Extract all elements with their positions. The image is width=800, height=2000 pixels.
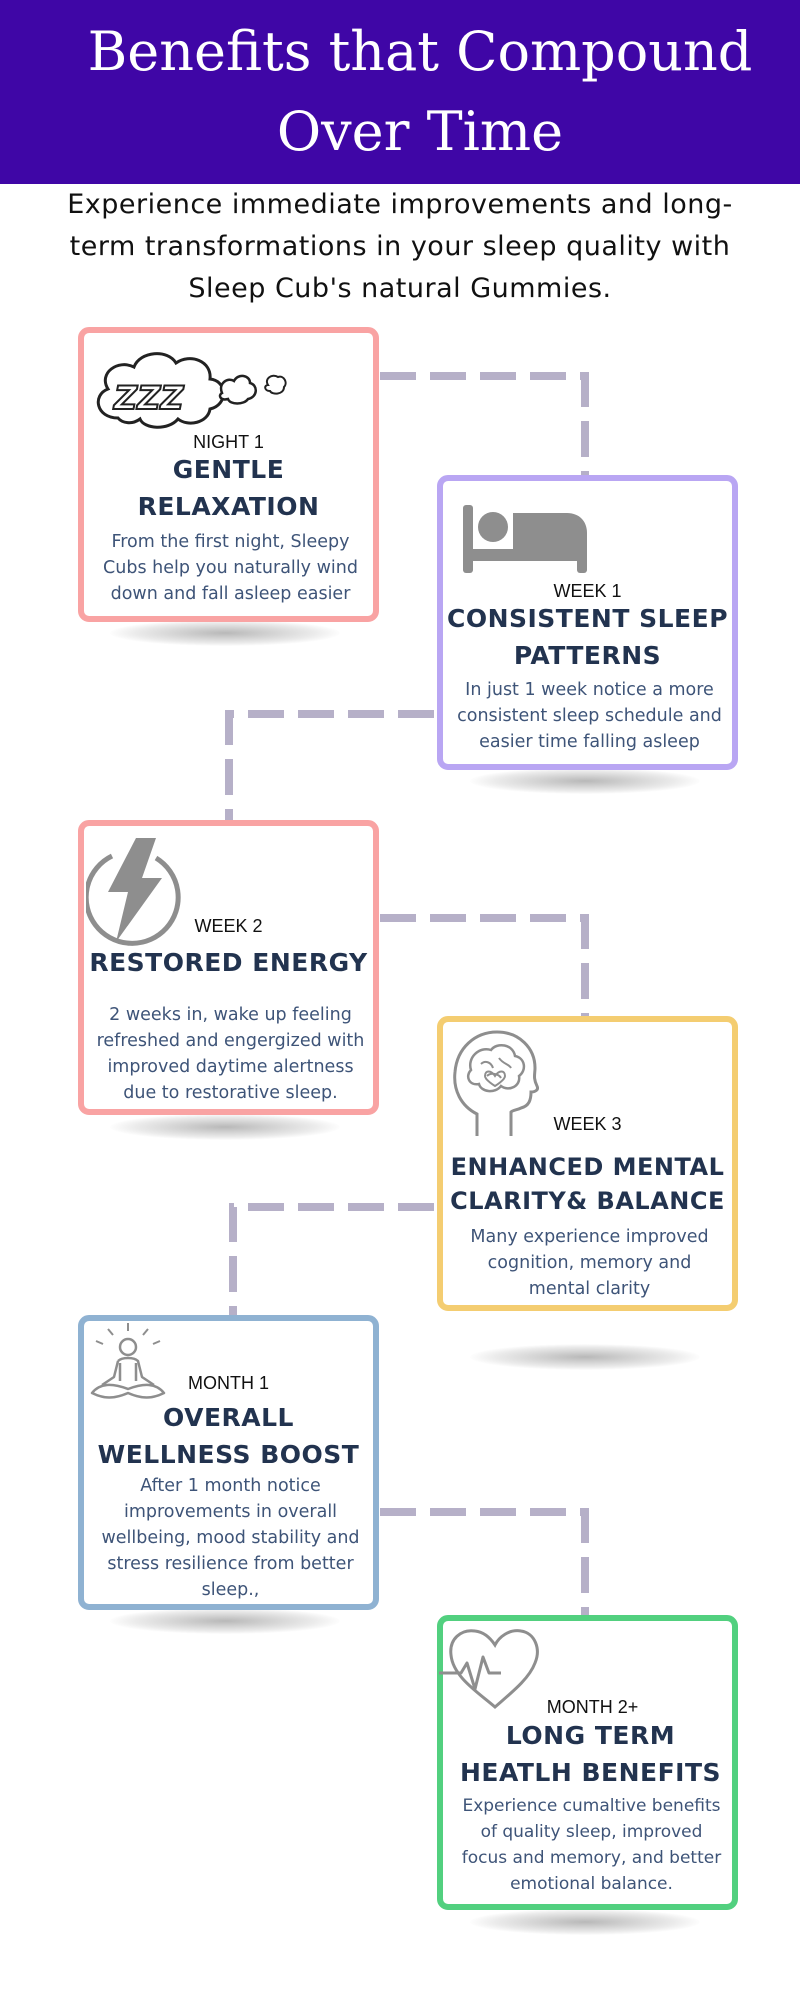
stage-desc-line: stress resilience from better — [107, 1554, 354, 1574]
stage-title-line: PATTERNS — [513, 641, 662, 670]
stage-period: WEEK 2 — [194, 916, 263, 936]
connector-1 — [380, 372, 589, 476]
card-shadow — [110, 620, 340, 646]
card-shadow — [110, 1114, 340, 1140]
page-title-line-1: Benefits that Compound — [87, 20, 753, 83]
stage-desc-line: cognition, memory and — [487, 1253, 692, 1273]
lightning-icon — [83, 836, 190, 950]
stage-title-line: RESTORED ENERGY — [89, 948, 368, 977]
stage-desc-line: mental clarity — [528, 1279, 651, 1299]
stage-period: WEEK 3 — [553, 1114, 622, 1134]
stage-title-line: HEATLH BENEFITS — [459, 1758, 722, 1787]
stage-desc-line: of quality sleep, improved — [480, 1822, 703, 1842]
stage-desc-line: Many experience improved — [470, 1227, 709, 1247]
connector-2 — [225, 710, 434, 820]
stage-desc-line: improved daytime alertness — [107, 1057, 354, 1077]
stage-period: NIGHT 1 — [193, 432, 264, 452]
meditation-icon — [86, 1323, 172, 1407]
connector-5 — [380, 1508, 589, 1616]
stage-desc-line: After 1 month notice — [140, 1476, 321, 1496]
stage-period: MONTH 2+ — [546, 1697, 639, 1717]
stage-card-week-3: WEEK 3 ENHANCED MENTAL CLARITY& BALANCE … — [437, 1016, 738, 1311]
stage-desc-line: down and fall asleep easier — [110, 584, 351, 604]
stage-card-month-2-plus: MONTH 2+ LONG TERM HEATLH BENEFITS Exper… — [437, 1615, 738, 1910]
stage-title: GENTLE RELAXATION — [84, 451, 373, 525]
header-banner: Benefits that Compound Over Time — [0, 0, 800, 184]
connector-3 — [380, 914, 589, 1016]
stage-title-line: LONG TERM — [505, 1721, 676, 1750]
stage-desc-line: easier time falling asleep — [479, 732, 700, 752]
zzz-text: ZZZ — [113, 379, 184, 417]
stage-desc-line: improvements in overall — [123, 1502, 338, 1522]
stage-desc-line: refreshed and engergized with — [96, 1031, 365, 1051]
stage-title-line: ENHANCED MENTAL — [450, 1153, 725, 1181]
stage-description: In just 1 week notice a more consistent … — [451, 677, 728, 755]
stage-title: CONSISTENT SLEEP PATTERNS — [443, 600, 732, 674]
stage-description: From the first night, Sleepy Cubs help y… — [92, 529, 369, 607]
stage-desc-line: due to restorative sleep. — [123, 1083, 338, 1103]
stage-description: Many experience improved cognition, memo… — [451, 1224, 728, 1302]
stage-description: Experience cumaltive benefits of quality… — [451, 1793, 732, 1897]
stage-title: LONG TERM HEATLH BENEFITS — [443, 1717, 732, 1791]
zzz-cloud-icon: ZZZ — [88, 343, 288, 447]
stage-card-month-1: MONTH 1 OVERALL WELLNESS BOOST After 1 m… — [78, 1315, 379, 1610]
stage-title-line: OVERALL — [163, 1403, 294, 1432]
stage-title-line: WELLNESS BOOST — [97, 1440, 360, 1469]
stage-desc-line: wellbeing, mood stability and — [101, 1528, 360, 1548]
stage-title: RESTORED ENERGY — [84, 944, 373, 981]
stage-desc-line: Cubs help you naturally wind — [103, 558, 358, 578]
stage-title-line: GENTLE — [172, 455, 285, 484]
stage-card-night-1: ZZZ NIGHT 1 GENTLE RELAXATION From the f… — [78, 327, 379, 622]
stage-desc-line: Experience cumaltive benefits — [462, 1796, 721, 1816]
stage-desc-line: consistent sleep schedule and — [457, 706, 722, 726]
stage-title-line: CLARITY& BALANCE — [450, 1187, 725, 1215]
stage-desc-line: In just 1 week notice a more — [465, 680, 714, 700]
stage-title-line: RELAXATION — [137, 492, 320, 521]
stage-card-week-1: WEEK 1 CONSISTENT SLEEP PATTERNS In just… — [437, 475, 738, 770]
page-title-line-2: Over Time — [276, 100, 564, 163]
stage-desc-line: From the first night, Sleepy — [111, 532, 350, 552]
stage-title: ENHANCED MENTAL CLARITY& BALANCE — [443, 1150, 732, 1218]
stage-desc-line: sleep., — [201, 1580, 260, 1600]
stage-description: 2 weeks in, wake up feeling refreshed an… — [92, 1002, 369, 1106]
card-shadow — [470, 1344, 700, 1370]
page-title: Benefits that Compound Over Time — [30, 12, 770, 172]
stage-description: After 1 month notice improvements in ove… — [92, 1473, 369, 1603]
bed-icon — [463, 505, 587, 581]
heart-pulse-icon — [439, 1627, 539, 1715]
stage-desc-line: focus and memory, and better — [461, 1848, 722, 1868]
page-subtitle: Experience immediate improvements and lo… — [67, 189, 733, 304]
brain-head-icon — [451, 1030, 539, 1144]
stage-desc-line: emotional balance. — [510, 1874, 673, 1894]
stage-period: MONTH 1 — [188, 1373, 269, 1393]
card-shadow — [110, 1608, 340, 1634]
stage-title-line: CONSISTENT SLEEP — [446, 604, 729, 633]
card-shadow — [470, 1909, 700, 1935]
stage-desc-line: 2 weeks in, wake up feeling — [109, 1005, 352, 1025]
card-shadow — [470, 768, 700, 794]
connector-4 — [229, 1203, 434, 1315]
stage-title: OVERALL WELLNESS BOOST — [84, 1399, 373, 1473]
stage-period: WEEK 1 — [553, 581, 622, 601]
stage-card-week-2: WEEK 2 RESTORED ENERGY 2 weeks in, wake … — [78, 820, 379, 1115]
